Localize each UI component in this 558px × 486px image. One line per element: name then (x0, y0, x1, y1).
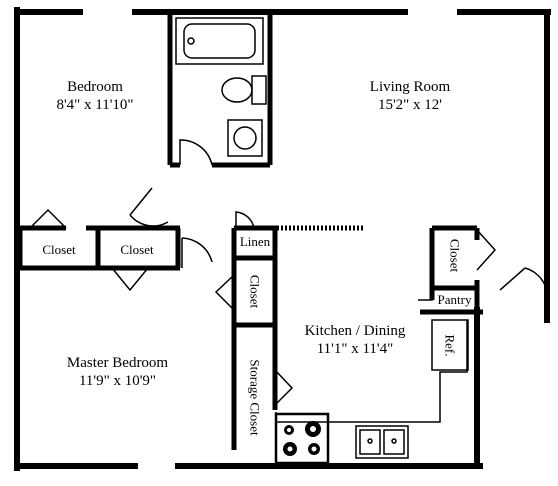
kitchen-dining-label: Kitchen / Dining 11'1" x 11'4" (290, 322, 420, 358)
master-bedroom-label: Master Bedroom 11'9" x 10'9" (50, 354, 185, 390)
master-bedroom-name: Master Bedroom (66, 355, 169, 371)
storage-closet-label: Storage Closet (247, 359, 263, 436)
interior-walls (17, 14, 483, 450)
bedroom-dims: 8'4" x 11'10" (56, 97, 134, 113)
kitchen-fixtures (274, 319, 469, 465)
door-swings (29, 139, 549, 406)
bathroom-fixtures (175, 17, 267, 157)
living-room-dims: 15'2" x 12' (377, 97, 443, 113)
living-room-name: Living Room (369, 79, 451, 95)
closet-mid-label: Closet (120, 242, 154, 257)
kitchen-dining-dims: 11'1" x 11'4" (316, 341, 394, 357)
bedroom-name: Bedroom (67, 79, 123, 95)
stove-icon (274, 412, 330, 465)
sink-icon (227, 119, 263, 157)
exterior-walls (14, 7, 551, 471)
refrigerator-icon (431, 319, 469, 371)
kitchen-sink-icon (355, 425, 409, 459)
toilet-icon (251, 75, 267, 105)
bedroom-label: Bedroom 8'4" x 11'10" (40, 78, 150, 114)
closet-left-label: Closet (42, 242, 76, 257)
kitchen-dining-name: Kitchen / Dining (304, 323, 406, 339)
pantry-label: Pantry (437, 292, 472, 307)
living-room-label: Living Room 15'2" x 12' (345, 78, 475, 114)
refrigerator-label: Ref. (442, 334, 458, 357)
master-bedroom-dims: 11'9" x 10'9" (78, 373, 157, 389)
closet-center-label: Closet (247, 274, 263, 309)
linen-label: Linen (239, 234, 271, 249)
bathtub-icon (175, 17, 264, 65)
closet-right-label: Closet (447, 238, 463, 273)
